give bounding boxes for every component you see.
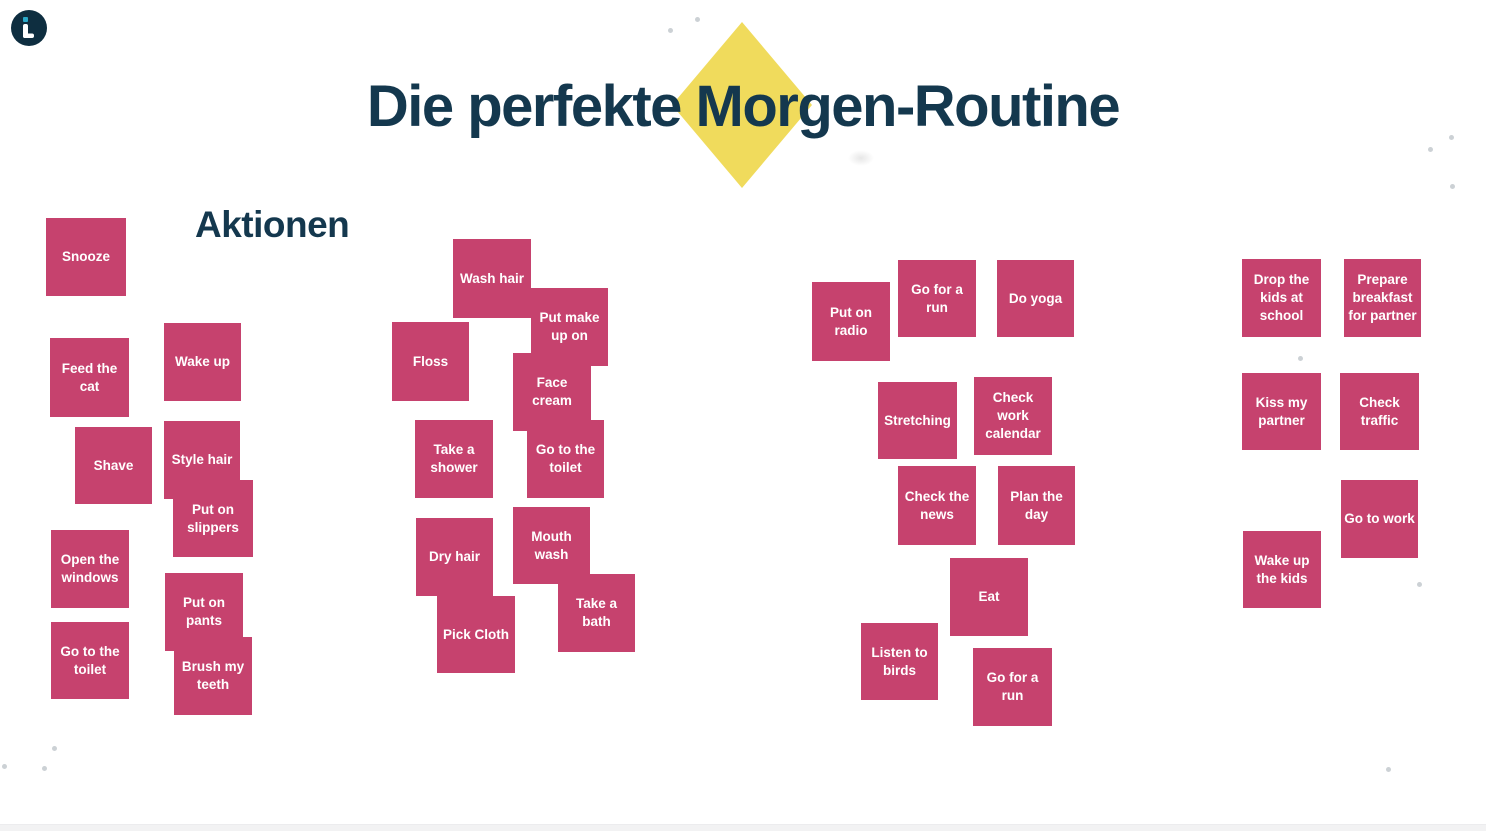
sticky-note-label: Go for a run [911, 281, 963, 315]
sticky-note-label: Brush my teeth [181, 659, 245, 692]
sticky-note-label: Prepare breakfast for partner [1348, 272, 1417, 323]
sticky-note-label: Do yoga [1008, 290, 1063, 306]
sticky-note[interactable]: Go to the toilet [527, 420, 604, 498]
app-logo[interactable] [11, 10, 47, 46]
sticky-note[interactable]: Wake up [164, 323, 241, 401]
sticky-note-label: Dry hair [428, 549, 481, 565]
sticky-note-label: Put on radio [830, 304, 872, 338]
sticky-note-label: Check the news [904, 488, 970, 522]
sticky-note-label: Pick Cloth [442, 626, 509, 642]
sticky-note-label: Go to the toilet [535, 442, 596, 475]
sticky-note[interactable]: Check the news [898, 466, 976, 545]
sticky-note[interactable]: Brush my teeth [174, 637, 252, 715]
sticky-note-label: Open the windows [60, 552, 120, 585]
sticky-note-label: Snooze [61, 249, 110, 265]
sticky-note[interactable]: Go for a run [973, 648, 1052, 726]
sticky-note[interactable]: Listen to birds [861, 623, 938, 700]
sticky-note[interactable]: Feed the cat [50, 338, 129, 417]
sticky-note[interactable]: Wash hair [453, 239, 531, 318]
sticky-note[interactable]: Open the windows [51, 530, 129, 608]
sticky-note-label: Wash hair [459, 270, 524, 286]
sticky-note[interactable]: Snooze [46, 218, 126, 296]
canvas-dot [1450, 184, 1455, 189]
sticky-note[interactable]: Put on slippers [173, 480, 253, 557]
sticky-note[interactable]: Take a bath [558, 574, 635, 652]
sticky-note-label: Check work calendar [985, 390, 1041, 441]
sticky-note-label: Face cream [532, 375, 572, 408]
sticky-note[interactable]: Dry hair [416, 518, 493, 596]
sticky-note[interactable]: Kiss my partner [1242, 373, 1321, 450]
canvas-dot [2, 764, 7, 769]
sticky-note-label: Kiss my partner [1255, 394, 1308, 428]
sticky-note-label: Stretching [884, 412, 951, 428]
sticky-note-label: Drop the kids at school [1253, 272, 1310, 323]
logo-letter-icon [23, 17, 34, 38]
canvas-smudge [848, 150, 874, 166]
sticky-note-label: Listen to birds [871, 644, 928, 678]
sticky-note[interactable]: Pick Cloth [437, 596, 515, 673]
sticky-note[interactable]: Face cream [513, 353, 591, 431]
bottom-edge-strip [0, 824, 1486, 831]
sticky-note-label: Go to work [1344, 511, 1415, 527]
sticky-note[interactable]: Go for a run [898, 260, 976, 337]
sticky-note[interactable]: Drop the kids at school [1242, 259, 1321, 337]
canvas-dot [668, 28, 673, 33]
section-label-aktionen[interactable]: Aktionen [195, 204, 350, 245]
sticky-note[interactable]: Put on radio [812, 282, 890, 361]
sticky-note-label: Check traffic [1359, 394, 1400, 428]
sticky-note[interactable]: Wake up the kids [1243, 531, 1321, 608]
sticky-note[interactable]: Go to the toilet [51, 622, 129, 699]
sticky-note[interactable]: Go to work [1341, 480, 1418, 558]
sticky-note-label: Put make up on [539, 310, 600, 343]
sticky-note[interactable]: Mouth wash [513, 507, 590, 584]
sticky-note[interactable]: Check traffic [1340, 373, 1419, 450]
sticky-note-label: Plan the day [1010, 488, 1063, 522]
sticky-note[interactable]: Take a shower [415, 420, 493, 498]
board-title[interactable]: Die perfekte Morgen-Routine [366, 74, 1121, 139]
canvas-dot [1298, 356, 1303, 361]
sticky-note[interactable]: Check work calendar [974, 377, 1052, 455]
canvas-dot [42, 766, 47, 771]
sticky-note[interactable]: Eat [950, 558, 1028, 636]
sticky-note-label: Shave [93, 457, 134, 473]
canvas-dot [1449, 135, 1454, 140]
sticky-note-label: Go to the toilet [60, 643, 120, 677]
canvas-dot [695, 17, 700, 22]
sticky-note-label: Go for a run [986, 670, 1039, 703]
sticky-note-label: Put on pants [183, 595, 225, 628]
sticky-note-label: Wake up the kids [1254, 552, 1310, 586]
sticky-note-label: Feed the cat [61, 360, 118, 394]
canvas-dot [1428, 147, 1433, 152]
sticky-note[interactable]: Floss [392, 322, 469, 401]
sticky-note-label: Put on slippers [187, 501, 239, 535]
canvas-dot [1417, 582, 1422, 587]
sticky-note[interactable]: Stretching [878, 382, 957, 459]
sticky-note-label: Take a bath [575, 596, 618, 629]
sticky-note-label: Mouth wash [531, 528, 572, 562]
sticky-note[interactable]: Shave [75, 427, 152, 504]
sticky-note[interactable]: Do yoga [997, 260, 1074, 337]
sticky-note-label: Take a shower [430, 442, 478, 475]
canvas-dot [1386, 767, 1391, 772]
sticky-note-label: Wake up [174, 354, 230, 370]
sticky-note[interactable]: Prepare breakfast for partner [1344, 259, 1421, 337]
canvas-dot [52, 746, 57, 751]
sticky-note-label: Floss [412, 353, 449, 369]
sticky-note[interactable]: Plan the day [998, 466, 1075, 545]
sticky-note-label: Eat [978, 589, 1000, 605]
sticky-note-label: Style hair [171, 452, 233, 468]
